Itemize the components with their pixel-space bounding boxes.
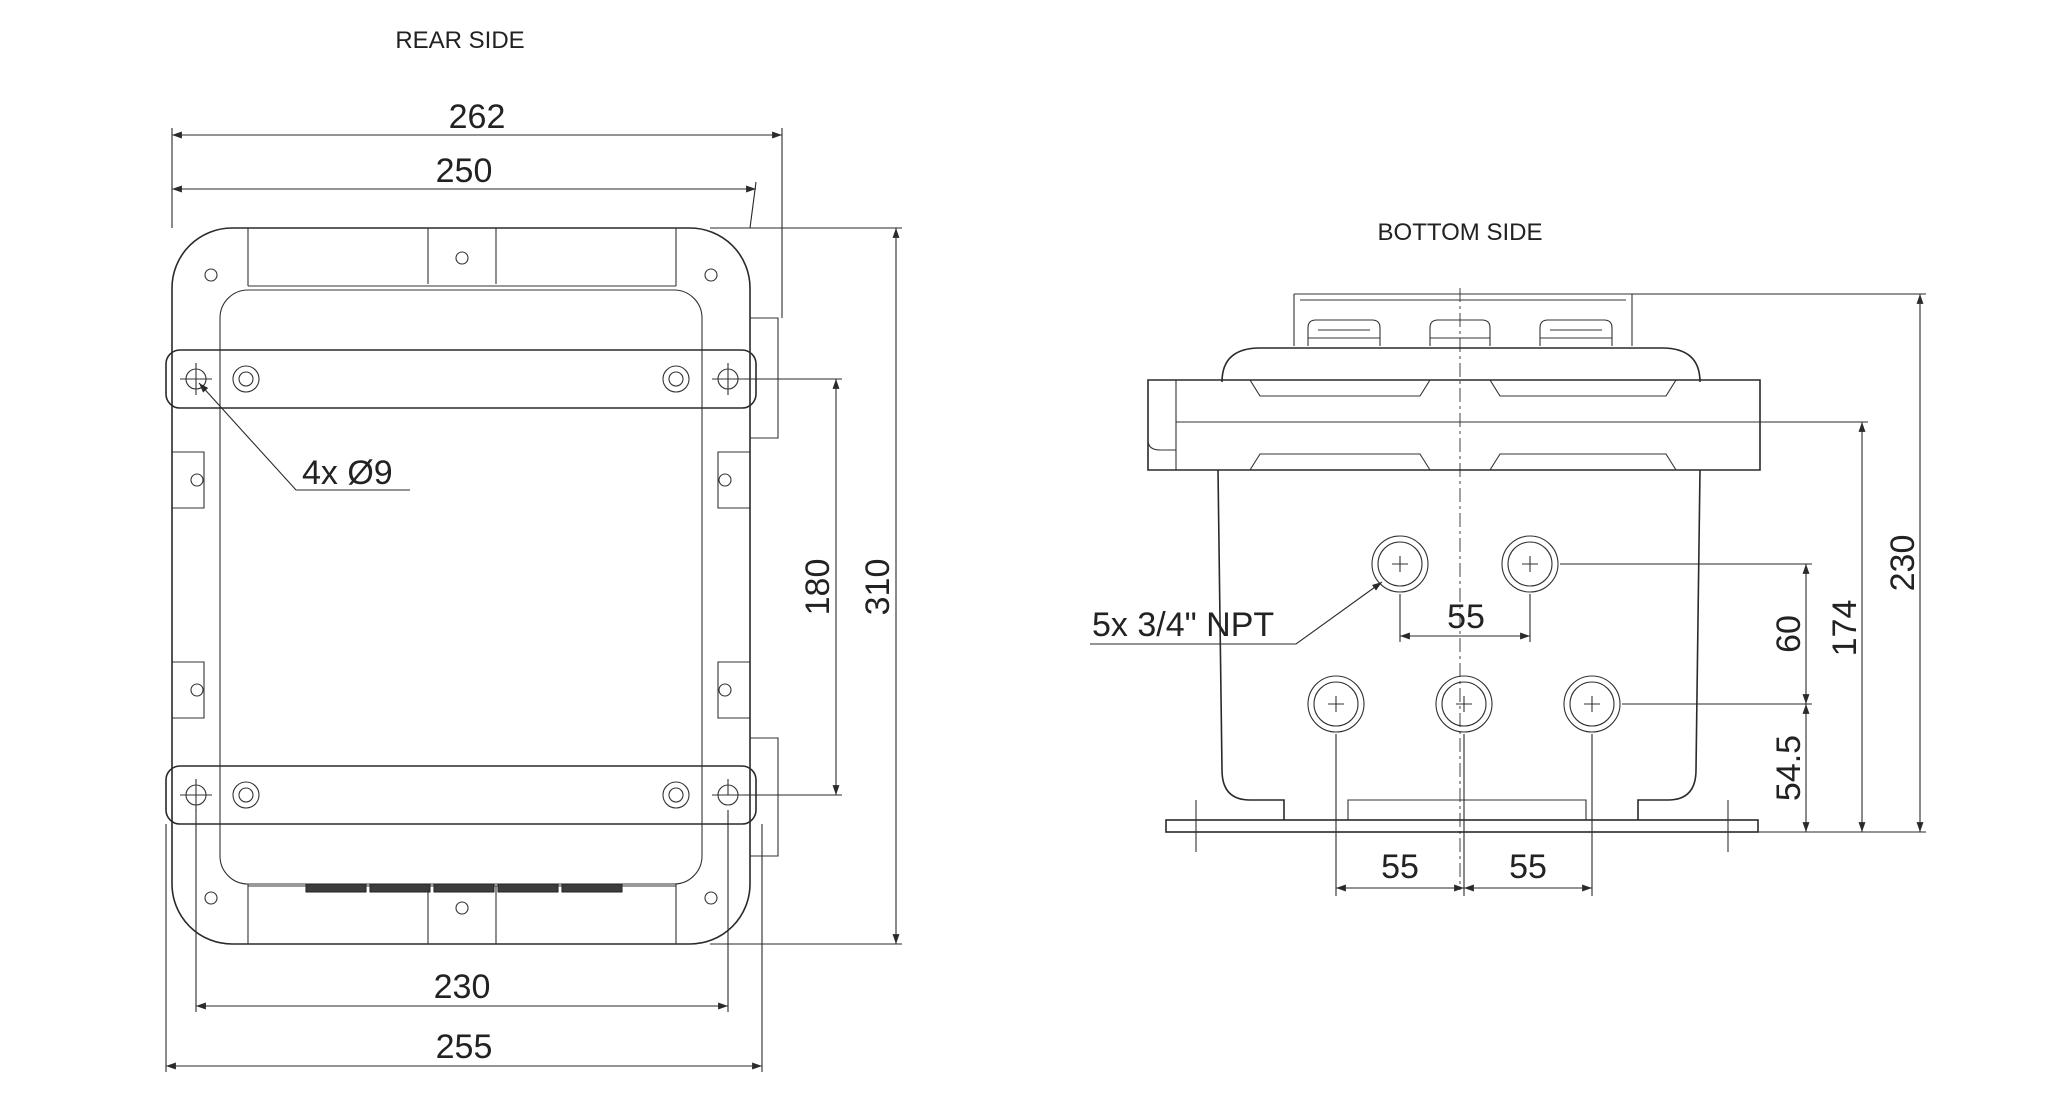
dim-label-250: 250 [436,152,493,190]
callout-cable-entries: 5x 3/4" NPT [1090,581,1383,645]
dim-bottom-row-pitch: 55 55 [1335,734,1593,896]
rear-strap-bottom [165,765,757,825]
dim-label-174: 174 [1826,600,1864,657]
cable-entry-bottom-right [1563,675,1621,733]
dim-label-310: 310 [859,559,897,616]
bottom-base-slots [1195,800,1729,852]
dim-label-262: 262 [449,98,506,136]
dim-label-230-height: 230 [1884,535,1922,592]
rear-strap-top [165,349,757,409]
dim-bottom-top-pitch: 55 [1399,594,1531,642]
bottom-top-fittings [1307,319,1613,346]
dim-bottom-overall-height: 230 [1632,293,1926,833]
bottom-view-title: BOTTOM SIDE [1378,219,1543,246]
rear-view-title: REAR SIDE [395,27,524,54]
dim-bottom-base-to-row: 54.5 [1758,704,1812,833]
dim-label-bottom-55-right: 55 [1509,848,1547,886]
dim-label-bottom-55-left: 55 [1381,848,1419,886]
dim-label-54-5: 54.5 [1770,735,1808,801]
cable-entry-bottom-left [1307,675,1365,733]
dim-label-255: 255 [436,1028,493,1066]
dim-rear-base-width: 255 [165,824,763,1072]
callout-label-npt: 5x 3/4" NPT [1092,606,1274,644]
dim-rear-bottom-width: 230 [195,810,729,1012]
rear-vent-strip [305,883,623,893]
cable-entry-bottom-center [1435,675,1493,733]
rear-strap-screws [232,365,690,809]
bottom-body-sides [1217,469,1701,820]
rear-right-hub-upper [750,317,779,439]
rear-bottom-boss [427,886,497,944]
dim-rear-height: 310 [710,227,902,945]
bottom-flange-upper-step [1249,379,1677,397]
rear-mounting-holes [180,363,744,811]
callout-rear-holes: 4x Ø9 [198,382,410,492]
dim-label-230: 230 [434,968,491,1006]
callout-label-holes: 4x Ø9 [302,454,393,492]
bottom-top-plate [1293,293,1633,346]
cable-entry-top-left [1371,535,1429,593]
dim-rear-hole-spacing: 180 [744,378,842,796]
dim-bottom-flange-height: 174 [1760,421,1868,833]
dim-rear-flange-width: 250 [172,152,757,229]
rear-top-flange [247,228,677,287]
rear-top-boss [427,228,497,284]
cable-entry-top-right [1501,535,1559,593]
bottom-flange-lower-step [1249,453,1677,471]
bottom-flange-hub-left [1147,380,1177,470]
bottom-view: BOTTOM SIDE [1090,219,1926,896]
dim-label-60: 60 [1770,615,1808,653]
bottom-base-plate [1165,819,1759,833]
rear-right-hub-lower [750,737,779,857]
dim-label-180: 180 [799,559,837,616]
dim-rear-overall-width: 262 [171,98,783,318]
dim-label-top-55: 55 [1447,598,1485,636]
bottom-base-recess [1347,799,1587,820]
rear-boss-holes [190,251,732,915]
rear-side-boss-upper [172,451,750,509]
rear-housing-outer [171,227,751,945]
rear-view: REAR SIDE [165,27,902,1072]
dim-bottom-row-spacing: 60 [1560,563,1812,705]
bottom-lid-top [1221,347,1701,383]
rear-side-boss-lower [172,661,750,719]
rear-housing-inner [219,289,703,885]
